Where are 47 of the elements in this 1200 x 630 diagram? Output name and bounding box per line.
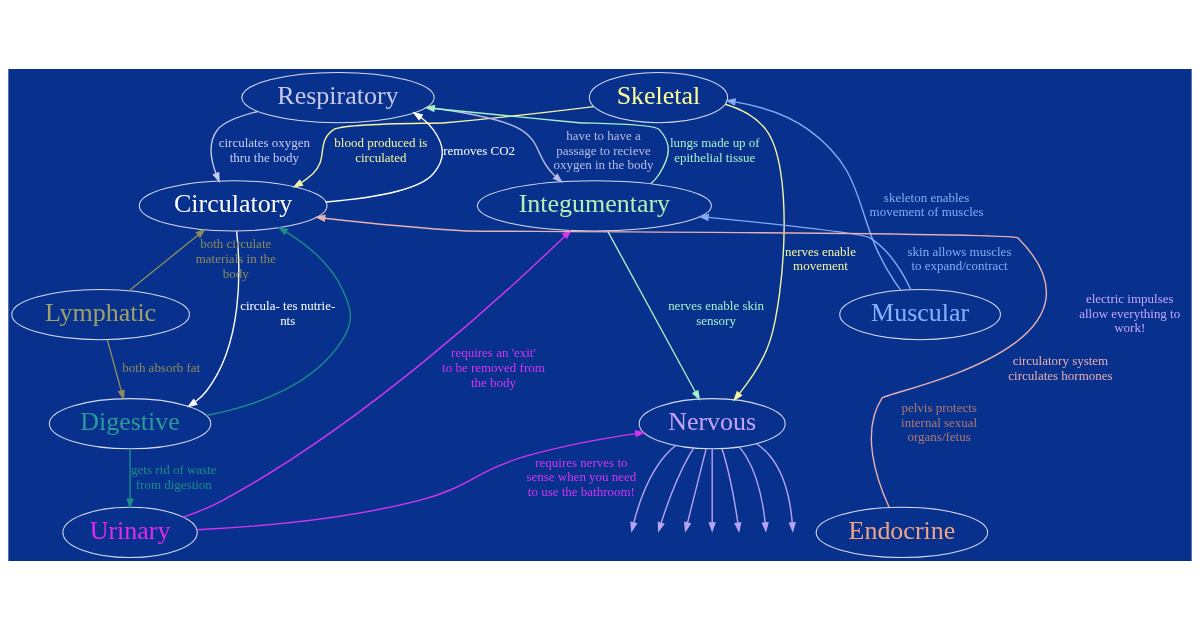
arrow bbox=[698, 213, 912, 290]
node-ellipse: Lymphatic bbox=[11, 288, 190, 341]
edge-label: both absorb fat bbox=[122, 360, 201, 376]
edge-label: nerves enable movement bbox=[784, 243, 856, 274]
arrow bbox=[725, 98, 902, 291]
edge-label: gets rid of waste from digestion bbox=[131, 461, 217, 492]
edge-label: lungs made up of epithelial tissue bbox=[669, 135, 760, 166]
label: pelvis protects internal sexual organs/fetus bbox=[901, 400, 978, 445]
edge-label: circulatory system circulates hormones bbox=[1008, 352, 1113, 383]
arrow bbox=[210, 110, 259, 183]
arrow bbox=[325, 111, 444, 203]
arrow bbox=[657, 447, 695, 533]
edge-label: removes CO2 bbox=[443, 142, 516, 158]
arrow bbox=[606, 230, 701, 401]
arrow bbox=[755, 443, 796, 533]
node-ellipse: Skeletal bbox=[588, 71, 729, 124]
arrow bbox=[314, 214, 1047, 509]
edge-label: requires nerves to sense when you need to use the bathroom! bbox=[526, 454, 637, 500]
arrow bbox=[205, 226, 352, 417]
arrow bbox=[424, 104, 669, 185]
edge-label: circulates oxygen thru the body bbox=[218, 135, 310, 166]
node-ellipse: Nervous bbox=[638, 398, 786, 450]
arrow bbox=[721, 448, 742, 533]
arrow bbox=[128, 228, 207, 292]
node-ellipse: Endocrine bbox=[815, 506, 989, 559]
edge-label: have to have a passage to recieve oxygen in the body bbox=[553, 128, 654, 173]
arrow bbox=[196, 430, 646, 531]
arrow bbox=[738, 446, 769, 533]
edge-label: requires an 'exit' to be removed from the body bbox=[442, 345, 545, 390]
arrow bbox=[182, 229, 572, 518]
arrow bbox=[426, 106, 563, 184]
arrow bbox=[708, 448, 716, 533]
edge-label: nerves enable skin sensory bbox=[668, 298, 765, 328]
edge-label: circula- tes nutrie- nts bbox=[240, 298, 336, 328]
arrow bbox=[292, 106, 595, 188]
arrow bbox=[186, 230, 240, 408]
arrow bbox=[684, 448, 707, 533]
node-ellipse: Urinary bbox=[62, 506, 198, 559]
label: electric impulses allow everything to work! bbox=[1079, 290, 1181, 336]
node-ellipse: Muscular bbox=[839, 288, 1001, 341]
arrow bbox=[630, 444, 677, 533]
edge-label: skeleton enables movement of muscles bbox=[869, 189, 984, 220]
edge-label: skin allows muscles to expand/contract bbox=[907, 243, 1012, 274]
arrow bbox=[724, 103, 785, 402]
arrow bbox=[126, 448, 134, 510]
edge-label: blood produced is circulated bbox=[334, 135, 428, 166]
arrow bbox=[106, 339, 125, 401]
